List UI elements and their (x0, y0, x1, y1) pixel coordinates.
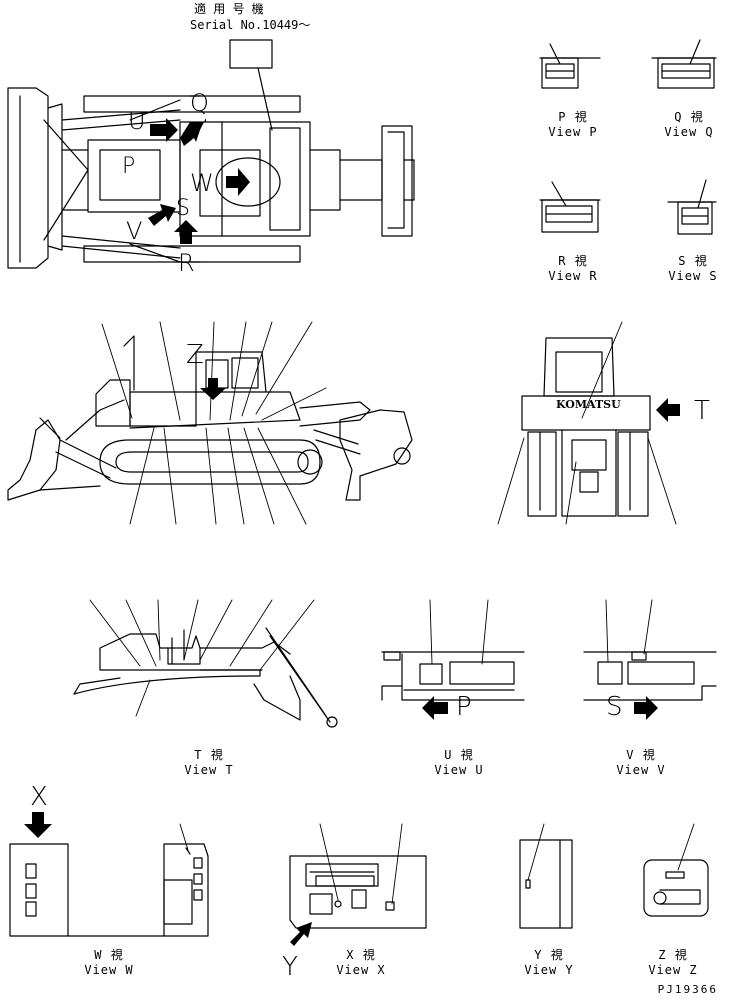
letter-t: T (694, 396, 710, 426)
leader-lines (179, 823, 189, 851)
arrow-icon (656, 398, 680, 422)
arrow-icon (200, 378, 226, 400)
letter-v: V (126, 217, 143, 245)
arrow-icon (290, 922, 312, 946)
arrow-icon (148, 118, 250, 244)
view-v-drawing (583, 651, 717, 701)
letter-p: P (122, 154, 136, 179)
letter-s: S (176, 196, 190, 221)
letter-w: W (190, 169, 214, 197)
letter-u: U (128, 107, 146, 135)
letter-q: Q (190, 89, 209, 117)
drawing-code: PJ19366 (657, 983, 718, 996)
top-view-machine (7, 87, 415, 269)
arrow-icon (634, 696, 658, 720)
view-t-drawing (73, 627, 338, 728)
letter-s-view-v: S (606, 692, 623, 722)
leader-lines (319, 823, 403, 905)
view-z-drawing (643, 859, 709, 917)
leader-lines (429, 599, 489, 665)
view-y-drawing (519, 839, 573, 929)
leader-lines (677, 823, 695, 871)
view-w-drawing (9, 843, 209, 937)
arrow-icon (422, 696, 448, 720)
arrow-icon (24, 812, 52, 838)
brand-logo: KOMATSU (556, 398, 621, 411)
letter-z: Z (186, 340, 204, 370)
letter-p-view-u: P (456, 692, 472, 722)
leader-lines (605, 599, 653, 663)
leader-lines (527, 823, 545, 881)
rear-view-machine (521, 337, 651, 517)
view-u-drawing (381, 651, 525, 701)
leader-lines (89, 599, 315, 717)
header-jp-title: 適 用 号 機 (194, 2, 264, 16)
leader-lines (101, 321, 327, 525)
leader-lines (497, 321, 677, 525)
view-q-drawing (651, 39, 717, 89)
view-p-drawing (539, 43, 601, 89)
view-r-drawing (539, 181, 601, 233)
letter-x: X (30, 782, 48, 812)
view-s-drawing (667, 179, 717, 235)
serial-number-label: Serial No.10449～ (190, 18, 311, 32)
letter-y: Y (282, 952, 298, 982)
view-x-drawing (289, 855, 427, 929)
side-view-machine (7, 335, 413, 501)
letter-r: R (178, 249, 195, 277)
header-label-box (229, 39, 273, 131)
